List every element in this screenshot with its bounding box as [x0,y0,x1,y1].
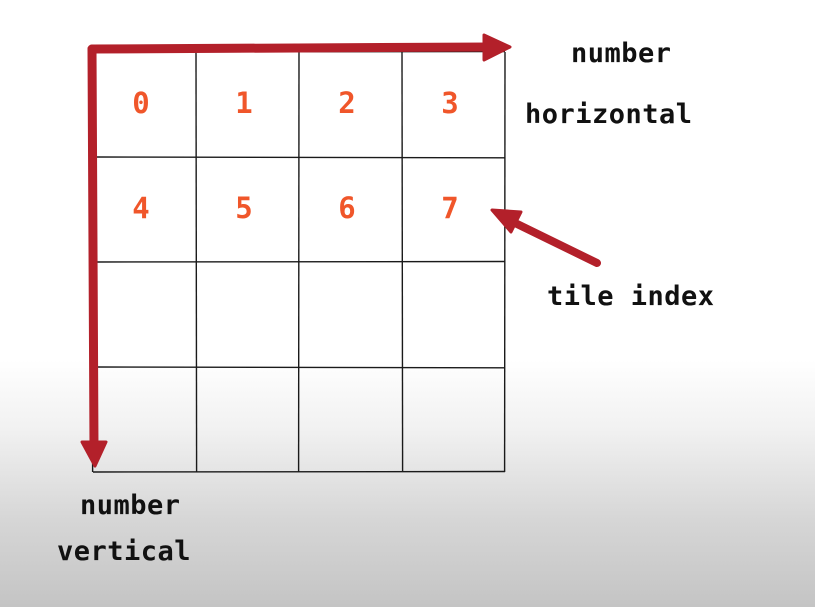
tile-index-arrow-shaft [507,217,601,267]
tile-number-4: 4 [132,191,149,225]
vertical-arrow-head [80,440,108,468]
grid-horizontal-line [92,470,506,473]
tile-number-5: 5 [235,191,252,225]
horizontal-arrow-shaft [87,42,497,54]
tile-numbers: 0 1 2 3 4 5 6 7 [132,86,458,225]
grid-horizontal-line [92,260,506,263]
tile-index-arrow-head [490,208,523,234]
label-number-vertical-line2: vertical [57,536,192,567]
tile-number-6: 6 [338,191,355,225]
horizontal-arrow-head [482,33,512,62]
arrows [80,33,601,468]
label-number-horizontal-line1: number [571,38,672,69]
tile-number-3: 3 [441,86,458,120]
vertical-arrow-shaft [87,44,99,453]
tile-number-0: 0 [132,86,149,120]
grid-horizontal-line [92,366,506,369]
label-number-vertical-line1: number [80,490,181,521]
label-number-horizontal-line2: horizontal [525,99,693,130]
tile-number-7: 7 [441,191,458,225]
tile-number-2: 2 [338,86,355,120]
grid-horizontal-line [92,156,506,159]
label-tile-index: tile index [547,281,715,312]
tile-number-1: 1 [235,86,252,120]
